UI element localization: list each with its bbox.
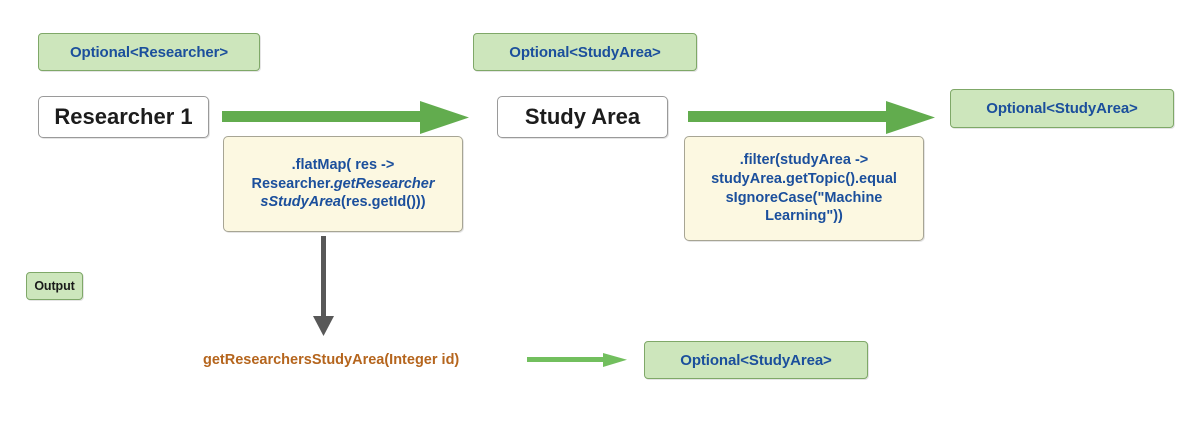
arrow-flatmap-to-signature <box>313 236 334 336</box>
callout-flatmap-line2-prefix: Researcher. <box>251 175 334 192</box>
callout-flatmap-line1: .flatMap( res -> <box>291 156 395 173</box>
callout-flatmap: .flatMap( res -> Researcher.getResearche… <box>223 136 463 232</box>
badge-optional-studyarea-right: Optional<StudyArea> <box>950 89 1174 128</box>
entity-researcher: Researcher 1 <box>38 96 209 138</box>
callout-flatmap-text: .flatMap( res -> Researcher.getResearche… <box>252 156 435 213</box>
callout-filter-line1: .filter(studyArea -> <box>739 151 869 168</box>
badge-optional-studyarea-bottom-label: Optional<StudyArea> <box>680 351 832 369</box>
badge-optional-studyarea-mid: Optional<StudyArea> <box>473 33 697 71</box>
entity-study-area-label: Study Area <box>524 104 641 129</box>
badge-optional-researcher-label: Optional<Researcher> <box>69 43 229 61</box>
arrow-signature-to-optional <box>527 353 627 367</box>
arrow-researcher-to-studyarea <box>222 101 469 134</box>
callout-flatmap-line3-suffix: (res.getId())) <box>340 194 426 211</box>
callout-flatmap-line3-italic: sStudyArea <box>260 194 341 211</box>
badge-output-tag: Output <box>26 272 83 300</box>
callout-filter-text: .filter(studyArea -> studyArea.getTopic(… <box>711 151 897 226</box>
badge-optional-studyarea-right-label: Optional<StudyArea> <box>986 100 1138 117</box>
callout-filter-line4: Learning")) <box>765 208 843 225</box>
method-signature-label: getResearchersStudyArea(Integer id) <box>203 352 460 368</box>
callout-filter: .filter(studyArea -> studyArea.getTopic(… <box>684 136 924 241</box>
badge-optional-researcher: Optional<Researcher> <box>38 33 260 71</box>
badge-optional-studyarea-mid-label: Optional<StudyArea> <box>509 43 661 61</box>
callout-filter-line2: studyArea.getTopic().equal <box>711 170 897 187</box>
badge-output-tag-label: Output <box>34 279 75 293</box>
callout-flatmap-line2-italic: getResearcher <box>333 175 435 192</box>
entity-study-area: Study Area <box>497 96 668 138</box>
method-signature: getResearchersStudyArea(Integer id) <box>203 350 459 370</box>
entity-researcher-label: Researcher 1 <box>54 104 193 129</box>
arrow-studyarea-to-optional <box>688 101 935 134</box>
badge-optional-studyarea-bottom: Optional<StudyArea> <box>644 341 868 379</box>
callout-filter-line3: sIgnoreCase("Machine <box>725 189 883 206</box>
